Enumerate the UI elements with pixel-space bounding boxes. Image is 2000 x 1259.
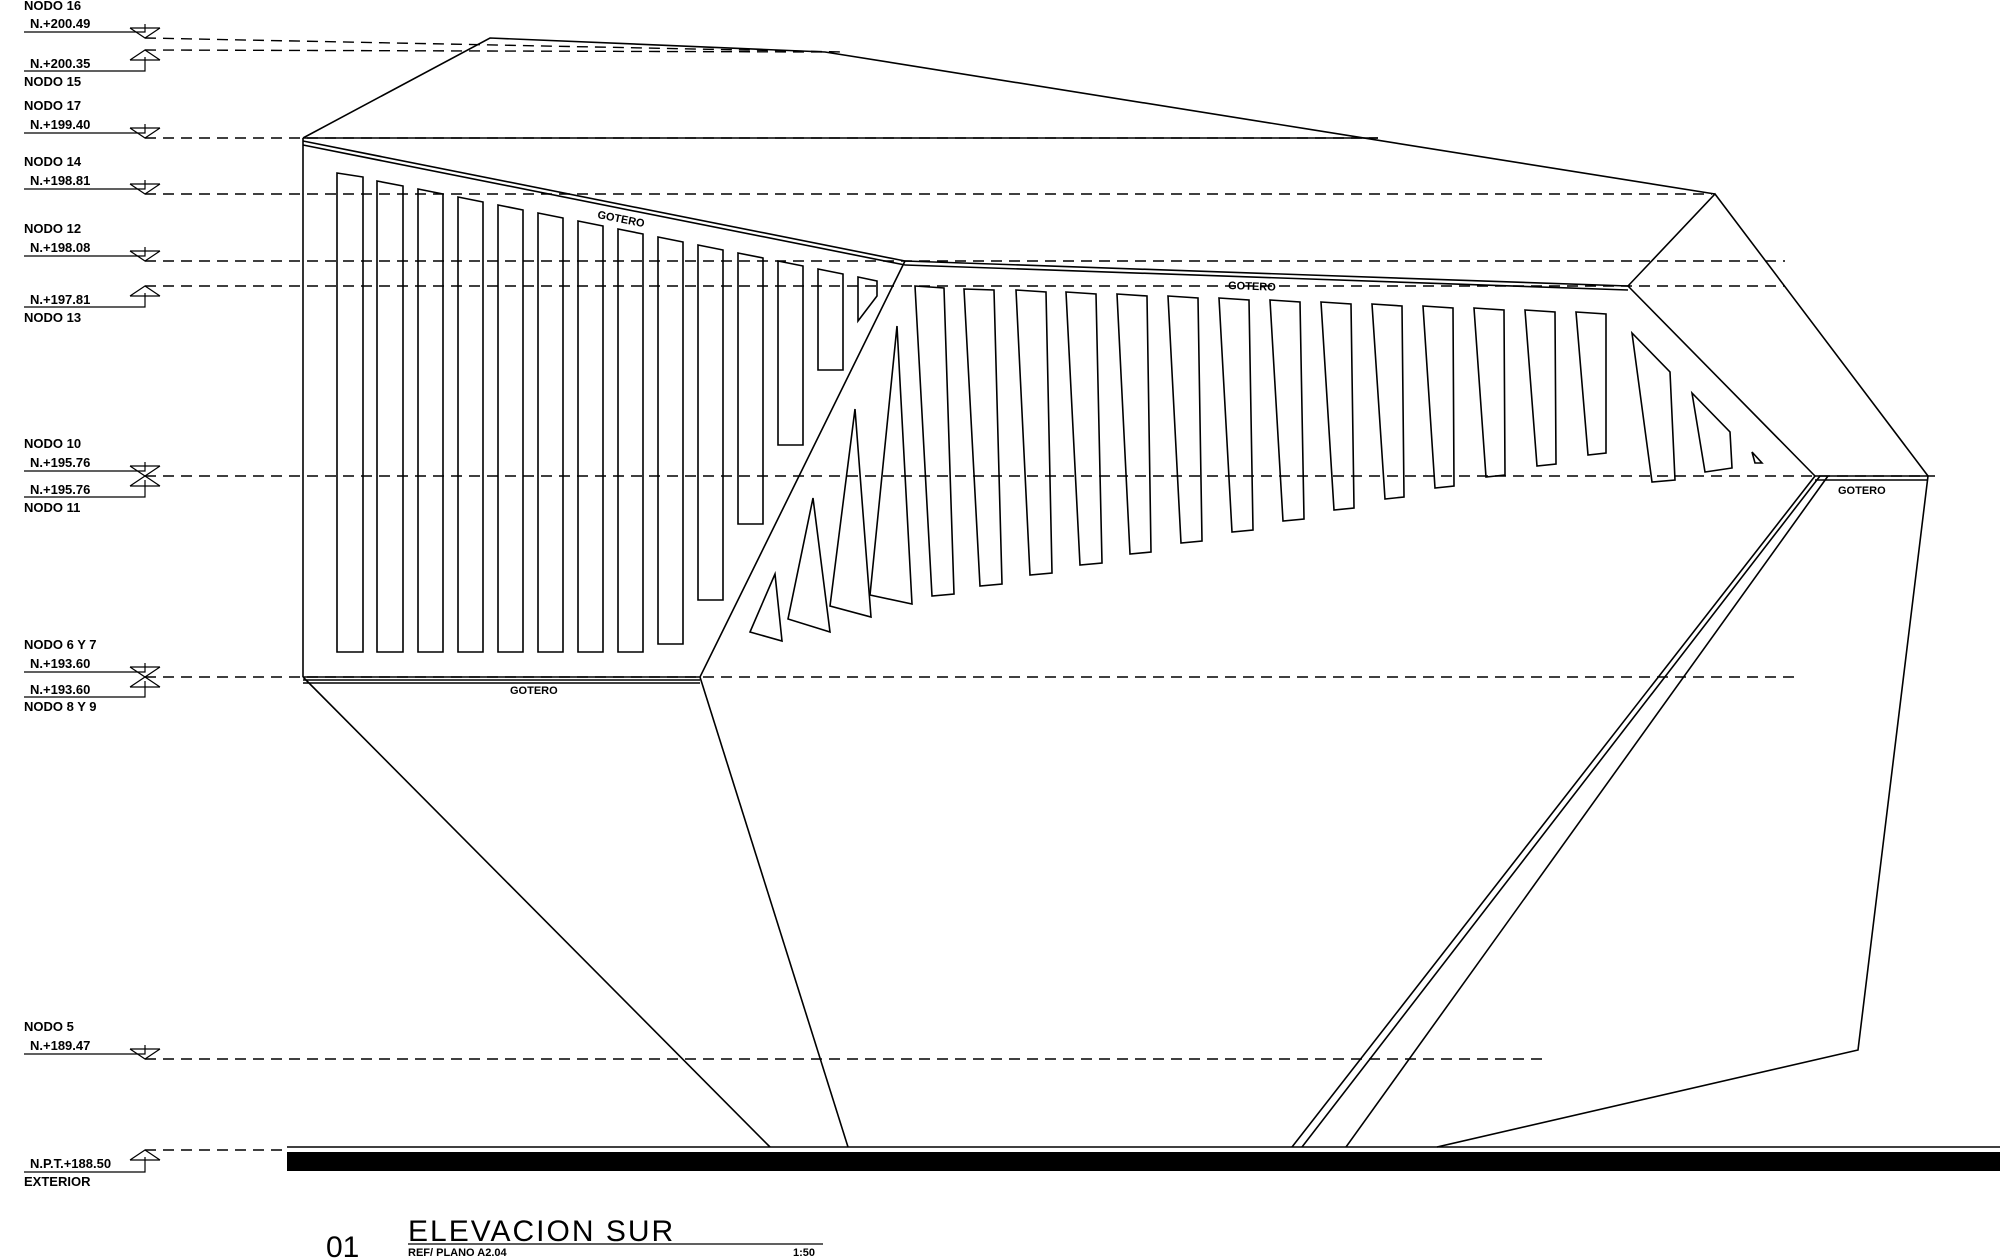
level-marker-nodo-16: NODO 16 N.+200.49 (24, 0, 161, 39)
level-value-nodo-16: N.+200.49 (30, 16, 90, 31)
gotero-annotations: GOTERO GOTERO GOTERO GOTERO (510, 209, 1886, 697)
level-label-nodo-13: NODO 13 (24, 310, 81, 325)
level-label-nodo-17: NODO 17 (24, 98, 81, 113)
left-facade-panels (336, 172, 878, 653)
center-facade-panels (748, 285, 1764, 643)
gotero-label-top-center: GOTERO (1228, 280, 1277, 294)
level-marker-nodo-6-7: NODO 6 Y 7 N.+193.60 (24, 637, 161, 678)
level-lines (144, 37, 1935, 1151)
level-label-npt: EXTERIOR (24, 1174, 91, 1189)
level-label-nodo-15: NODO 15 (24, 74, 81, 89)
gotero-label-right: GOTERO (1838, 485, 1886, 497)
ground (287, 1146, 2000, 1171)
level-value-nodo-10: N.+195.76 (30, 455, 90, 470)
level-value-nodo-6-7: N.+193.60 (30, 656, 90, 671)
level-marker-nodo-15: N.+200.35 NODO 15 (24, 49, 161, 89)
level-label-nodo-14: NODO 14 (24, 154, 82, 169)
level-value-nodo-11: N.+195.76 (30, 482, 90, 497)
level-marker-nodo-13: N.+197.81 NODO 13 (24, 285, 161, 325)
ground-slab (287, 1152, 2000, 1171)
level-marker-nodo-11: N.+195.76 NODO 11 (24, 475, 161, 515)
drawing-number: 01 (326, 1231, 359, 1259)
level-label-nodo-6-7: NODO 6 Y 7 (24, 637, 97, 652)
level-value-nodo-13: N.+197.81 (30, 292, 90, 307)
level-marker-npt: N.P.T.+188.50 EXTERIOR (24, 1149, 161, 1189)
level-label-nodo-16: NODO 16 (24, 0, 81, 13)
level-marker-nodo-12: NODO 12 N.+198.08 (24, 221, 161, 262)
level-value-nodo-12: N.+198.08 (30, 240, 90, 255)
title-block: 01 ELEVACION SUR REF/ PLANO A2.04 1:50 (326, 1215, 823, 1259)
level-marker-nodo-10: NODO 10 N.+195.76 (24, 436, 161, 477)
gotero-label-bottom: GOTERO (510, 685, 558, 697)
level-markers: NODO 16 N.+200.49 N.+200.35 NODO 15 NODO… (24, 0, 161, 1189)
drawing-scale: 1:50 (793, 1247, 815, 1259)
level-value-npt: N.P.T.+188.50 (30, 1156, 111, 1171)
level-value-nodo-8-9: N.+193.60 (30, 682, 90, 697)
level-marker-nodo-17: NODO 17 N.+199.40 (24, 98, 161, 139)
level-label-nodo-5: NODO 5 (24, 1019, 74, 1034)
drawing-reference: REF/ PLANO A2.04 (408, 1247, 507, 1259)
level-marker-nodo-8-9: N.+193.60 NODO 8 Y 9 (24, 676, 161, 714)
level-marker-nodo-14: NODO 14 N.+198.81 (24, 154, 161, 195)
level-label-nodo-11: NODO 11 (24, 500, 80, 515)
level-label-nodo-12: NODO 12 (24, 221, 81, 236)
level-value-nodo-15: N.+200.35 (30, 56, 90, 71)
level-label-nodo-10: NODO 10 (24, 436, 81, 451)
level-value-nodo-17: N.+199.40 (30, 117, 90, 132)
level-marker-nodo-5: NODO 5 N.+189.47 (24, 1019, 161, 1060)
building-outline (302, 37, 1929, 1148)
level-value-nodo-5: N.+189.47 (30, 1038, 90, 1053)
level-label-nodo-8-9: NODO 8 Y 9 (24, 699, 97, 714)
drawing-title: ELEVACION SUR (408, 1215, 675, 1248)
level-value-nodo-14: N.+198.81 (30, 173, 90, 188)
